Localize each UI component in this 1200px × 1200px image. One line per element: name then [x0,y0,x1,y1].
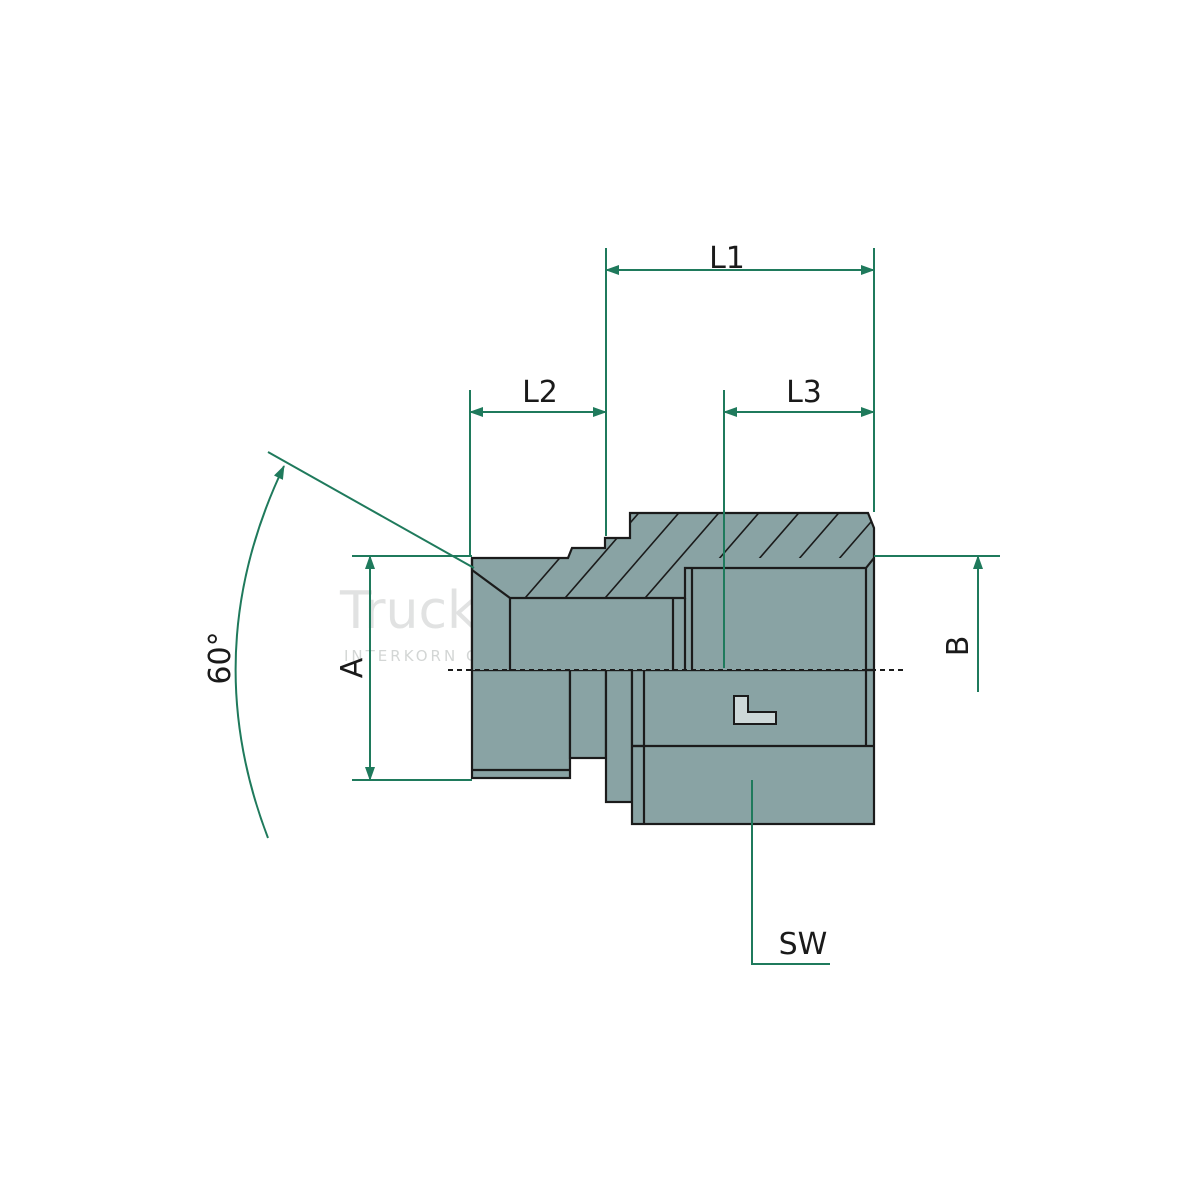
dimension-l1: L1 [605,241,875,276]
label-l3: L3 [786,375,822,410]
label-l1: L1 [709,241,745,276]
label-l2: L2 [522,375,558,410]
dimension-l2: L2 [469,375,607,417]
male-thread-lower [470,668,572,780]
leader-sw: SW [751,780,830,965]
dimension-a: A [335,555,375,781]
dimension-angle: 60° [203,465,285,839]
label-sw: SW [779,927,828,962]
dimension-l3: L3 [723,375,875,417]
dimension-b: B [941,555,983,692]
seal-groove-icon [733,695,777,725]
label-b: B [941,636,976,657]
label-a: A [335,657,370,678]
label-angle: 60° [203,631,238,684]
fitting-body [470,511,876,826]
